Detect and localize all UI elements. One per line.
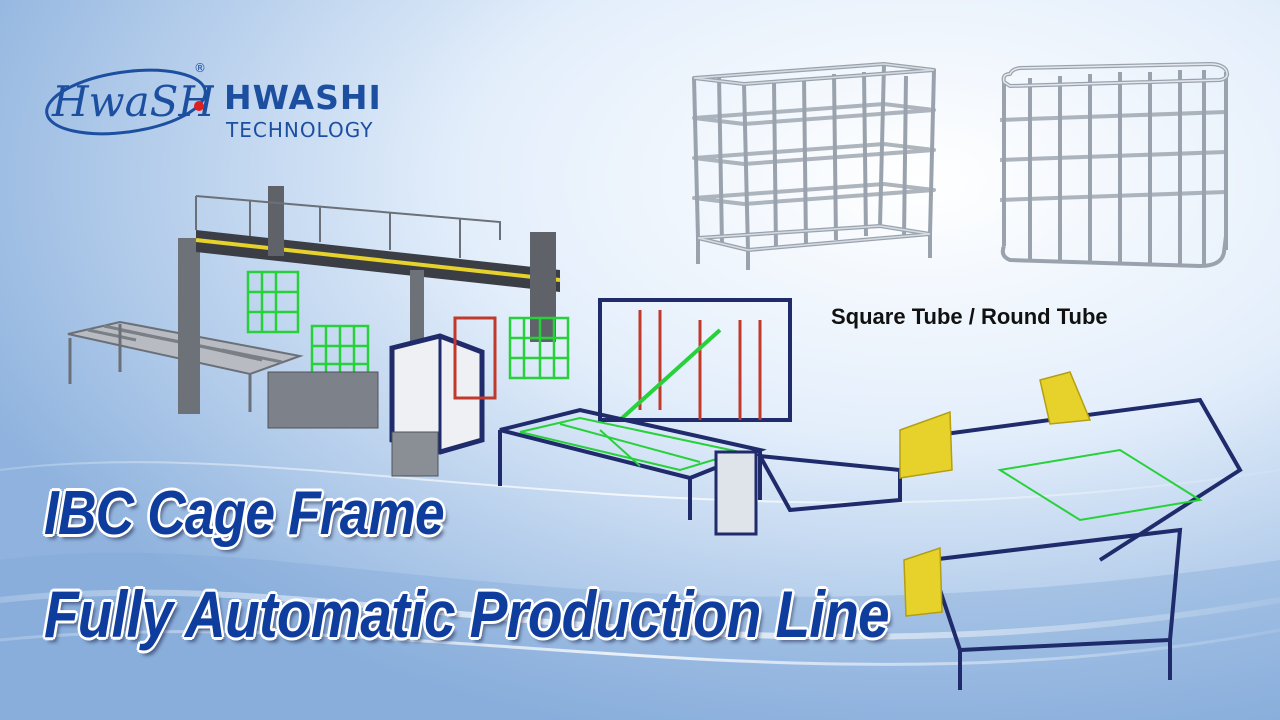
control-panel-tower <box>714 450 758 536</box>
headline-line-1: IBC Cage Frame <box>44 479 445 548</box>
headline-line-2: Fully Automatic Production Line <box>44 577 890 651</box>
gantry-frame <box>178 186 561 414</box>
welding-station <box>453 298 792 422</box>
tube-type-caption: Square Tube / Round Tube <box>831 304 1108 329</box>
round-tube-cage-image <box>999 62 1230 268</box>
svg-text:®: ® <box>194 61 206 75</box>
brand-name: HWASHI <box>224 78 382 117</box>
control-cabinet <box>267 333 485 477</box>
brand-subtitle: TECHNOLOGY <box>226 118 374 142</box>
square-tube-cage-image <box>692 62 936 270</box>
logo-script: HwaSHi <box>51 77 214 126</box>
hwashi-logo: HwaSHi ® <box>45 61 214 136</box>
yellow-guards <box>899 371 1092 617</box>
